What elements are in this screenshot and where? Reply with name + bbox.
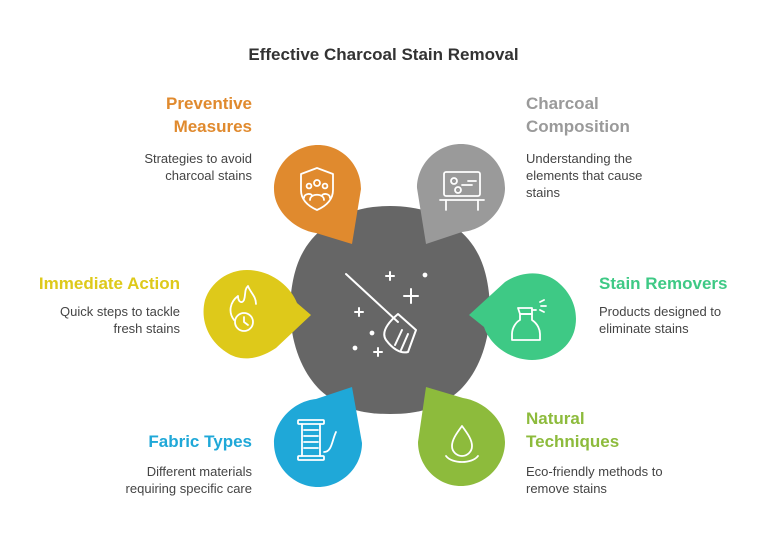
lab-board-icon [439,171,485,211]
item-title: Stain Removers [599,274,728,293]
fire-clock-icon [229,285,257,332]
item-natural: Natural Techniques Eco-friendly methods … [526,407,766,497]
item-desc: Understanding the elements that cause st… [526,151,643,200]
item-removers: Stain Removers Products designed to elim… [599,272,764,337]
thread-spool-icon [297,419,337,461]
item-desc: Quick steps to tackle fresh stains [60,304,180,336]
item-title: Fabric Types [148,432,252,451]
page-title: Effective Charcoal Stain Removal [248,45,519,64]
broom-sparkle-icon [345,271,428,357]
center-hexagon [290,206,490,414]
item-desc: Products designed to eliminate stains [599,304,722,336]
item-title: Natural Techniques [526,409,620,451]
item-title: Charcoal Composition [526,94,630,136]
item-title: Preventive Measures [166,94,252,136]
spray-bottle-icon [511,299,547,341]
item-desc: Strategies to avoid charcoal stains [144,151,252,183]
item-composition: Charcoal Composition Understanding the e… [526,92,766,201]
petal-removers [469,273,576,360]
item-fabric: Fabric Types Different materials requiri… [12,430,252,497]
item-preventive: Preventive Measures Strategies to avoid … [12,92,252,184]
item-desc: Eco-friendly methods to remove stains [526,464,663,496]
water-drop-icon [445,425,479,463]
petal-preventive [274,145,361,244]
item-title: Immediate Action [38,274,180,293]
item-immediate: Immediate Action Quick steps to tackle f… [0,272,180,337]
item-desc: Different materials requiring specific c… [125,464,252,496]
petal-composition [417,144,505,244]
petal-immediate [203,270,311,359]
petal-fabric [274,387,362,487]
family-shield-icon [300,167,334,211]
petal-natural [418,387,505,486]
